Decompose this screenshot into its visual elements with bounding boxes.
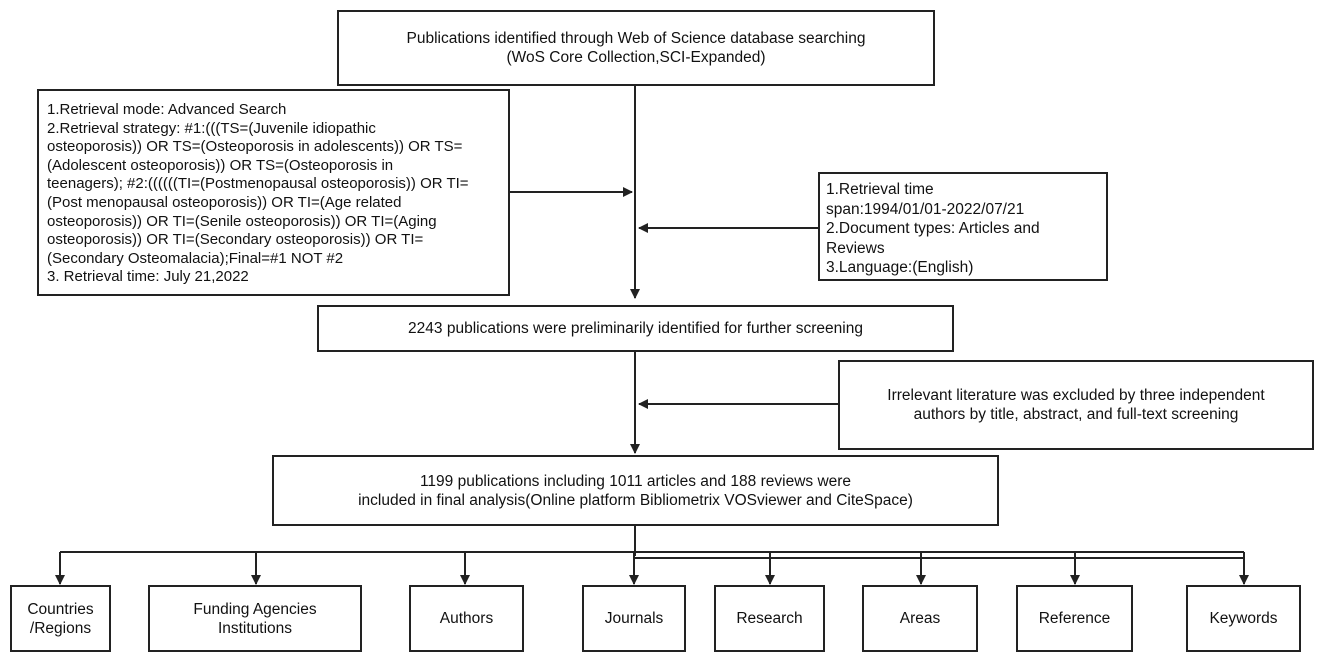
category-areas: Areas: [862, 585, 978, 652]
strategy-line: osteoporosis)) OR TI=(Senile osteoporosi…: [47, 212, 437, 230]
strategy-line: 3. Retrieval time: July 21,2022: [47, 268, 249, 286]
source-line-1: Publications identified through Web of S…: [406, 30, 866, 47]
strategy-line: osteoporosis)) OR TI=(Secondary osteopor…: [47, 231, 424, 249]
category-authors: Authors: [409, 585, 524, 652]
category-keywords: Keywords: [1186, 585, 1301, 652]
category-label: Keywords: [1209, 610, 1278, 627]
category-label: /Regions: [29, 619, 92, 637]
strategy-line: 1.Retrieval mode: Advanced Search: [47, 101, 287, 118]
category-label: Countries: [27, 600, 94, 618]
exclusion-line-1: Irrelevant literature was excluded by th…: [887, 387, 1265, 404]
criteria-line: Reviews: [826, 239, 885, 257]
exclusion-line-2: authors by title, abstract, and full-tex…: [913, 406, 1239, 423]
strategy-line: 2.Retrieval strategy: #1:(((TS=(Juvenile…: [47, 119, 376, 137]
category-label: Reference: [1038, 610, 1111, 627]
category-research: Research: [714, 585, 825, 652]
source-line-2: (WoS Core Collection,SCI-Expanded): [506, 49, 766, 66]
category-label: Institutions: [217, 619, 293, 637]
category-funding-agencies-institutions: Funding Agencies Institutions: [148, 585, 362, 652]
strategy-line: teenagers); #2:((((((TI=(Postmenopausal …: [47, 175, 469, 193]
final-line-1: 1199 publications including 1011 article…: [419, 472, 852, 490]
category-countries-regions: Countries /Regions: [10, 585, 111, 652]
category-journals: Journals: [582, 585, 686, 652]
category-label: Funding Agencies: [193, 600, 317, 618]
criteria-line: span:1994/01/01-2022/07/21: [826, 200, 1025, 218]
category-label: Journals: [604, 610, 664, 627]
criteria-line: 3.Language:(English): [826, 259, 974, 276]
final-box: 1199 publications including 1011 article…: [272, 455, 999, 526]
final-line-2: included in final analysis(Online platfo…: [358, 491, 913, 509]
category-label: Authors: [439, 610, 494, 627]
exclusion-box: Irrelevant literature was excluded by th…: [838, 360, 1314, 450]
strategy-line: osteoporosis)) OR TS=(Osteoporosis in ad…: [47, 138, 463, 156]
strategy-box: 1.Retrieval mode: Advanced Search 2.Retr…: [37, 89, 510, 296]
category-label: Areas: [899, 610, 941, 627]
criteria-box: 1.Retrieval time span:1994/01/01-2022/07…: [818, 172, 1108, 281]
screening-text: 2243 publications were preliminarily ide…: [408, 320, 863, 337]
strategy-line: (Post menopausal osteoporosis)) OR TI=(A…: [47, 193, 402, 211]
strategy-line: (Adolescent osteoporosis)) OR TS=(Osteop…: [47, 156, 394, 174]
category-label: Research: [736, 610, 803, 627]
source-box: Publications identified through Web of S…: [337, 10, 935, 86]
criteria-line: 2.Document types: Articles and: [826, 220, 1040, 237]
criteria-line: 1.Retrieval time: [826, 181, 934, 198]
screening-box: 2243 publications were preliminarily ide…: [317, 305, 954, 352]
category-reference: Reference: [1016, 585, 1133, 652]
strategy-line: (Secondary Osteomalacia);Final=#1 NOT #2: [47, 249, 344, 267]
